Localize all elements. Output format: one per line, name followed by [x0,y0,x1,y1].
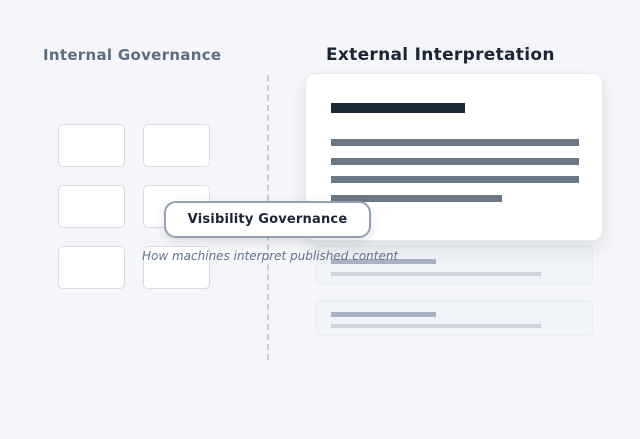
external-interpretation-heading: External Interpretation [326,45,555,65]
result-box [316,300,593,336]
governance-box [58,246,125,289]
governance-box [58,185,125,228]
result-primary-bar [331,259,436,264]
center-subtitle: How machines interpret published content [142,249,399,263]
document-title-bar [331,103,465,113]
document-text-line [331,158,579,165]
result-box [316,245,593,285]
internal-governance-heading: Internal Governance [43,46,222,64]
governance-box [58,124,125,167]
governance-box [143,246,210,289]
visibility-governance-label: Visibility Governance [164,201,371,238]
governance-box [143,124,210,167]
document-text-line [331,139,579,146]
document-text-line [331,176,579,183]
result-secondary-bar [331,324,541,328]
result-secondary-bar [331,272,541,276]
result-primary-bar [331,312,436,317]
document-text-line [331,195,502,202]
